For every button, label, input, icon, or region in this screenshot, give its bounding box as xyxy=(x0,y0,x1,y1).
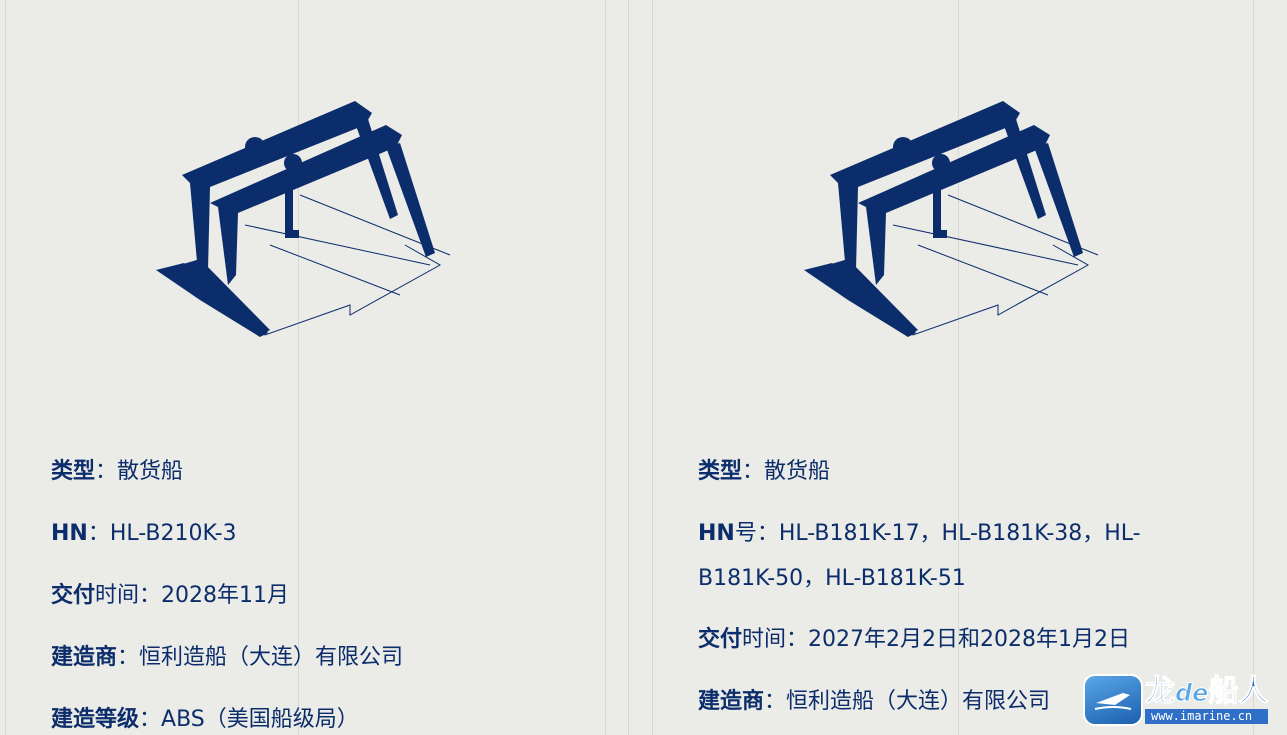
info-row-delivery: 交付时间：2027年2月2日和2028年1月2日 xyxy=(698,627,1131,652)
info-row-hn: HN：HL-B210K-3 xyxy=(51,521,237,546)
watermark-title: 龙de船人 xyxy=(1145,674,1269,709)
gantry-crane-icon xyxy=(804,101,1099,337)
info-row-hn: HN号：HL-B181K-17，HL-B181K-38，HL-B181K-50，… xyxy=(698,521,1141,591)
ship-card-left: 类型：散货船 HN：HL-B210K-3 交付时间：2028年11月 建造商：恒… xyxy=(0,0,620,735)
info-row-class: 建造等级：ABS（美国船级局） xyxy=(51,707,359,732)
info-row-type: 类型：散货船 xyxy=(51,459,184,484)
gantry-crane-icon xyxy=(156,101,451,337)
info-row-builder: 建造商：恒利造船（大连）有限公司 xyxy=(698,689,1051,714)
ship-info-list: 类型：散货船 HN：HL-B210K-3 交付时间：2028年11月 建造商：恒… xyxy=(51,458,403,734)
ship-info-list: 类型：散货船 HN号：HL-B181K-17，HL-B181K-38，HL-B1… xyxy=(698,458,1178,716)
info-row-type: 类型：散货船 xyxy=(698,459,831,484)
info-row-builder: 建造商：恒利造船（大连）有限公司 xyxy=(51,645,404,670)
watermark-logo: 龙de船人 www.imarine.cn xyxy=(1085,672,1277,728)
ship-logo-icon xyxy=(1085,676,1141,724)
watermark-url: www.imarine.cn xyxy=(1145,709,1269,724)
ship-card-right: 类型：散货船 HN号：HL-B181K-17，HL-B181K-38，HL-B1… xyxy=(648,0,1287,735)
info-row-delivery: 交付时间：2028年11月 xyxy=(51,583,290,608)
